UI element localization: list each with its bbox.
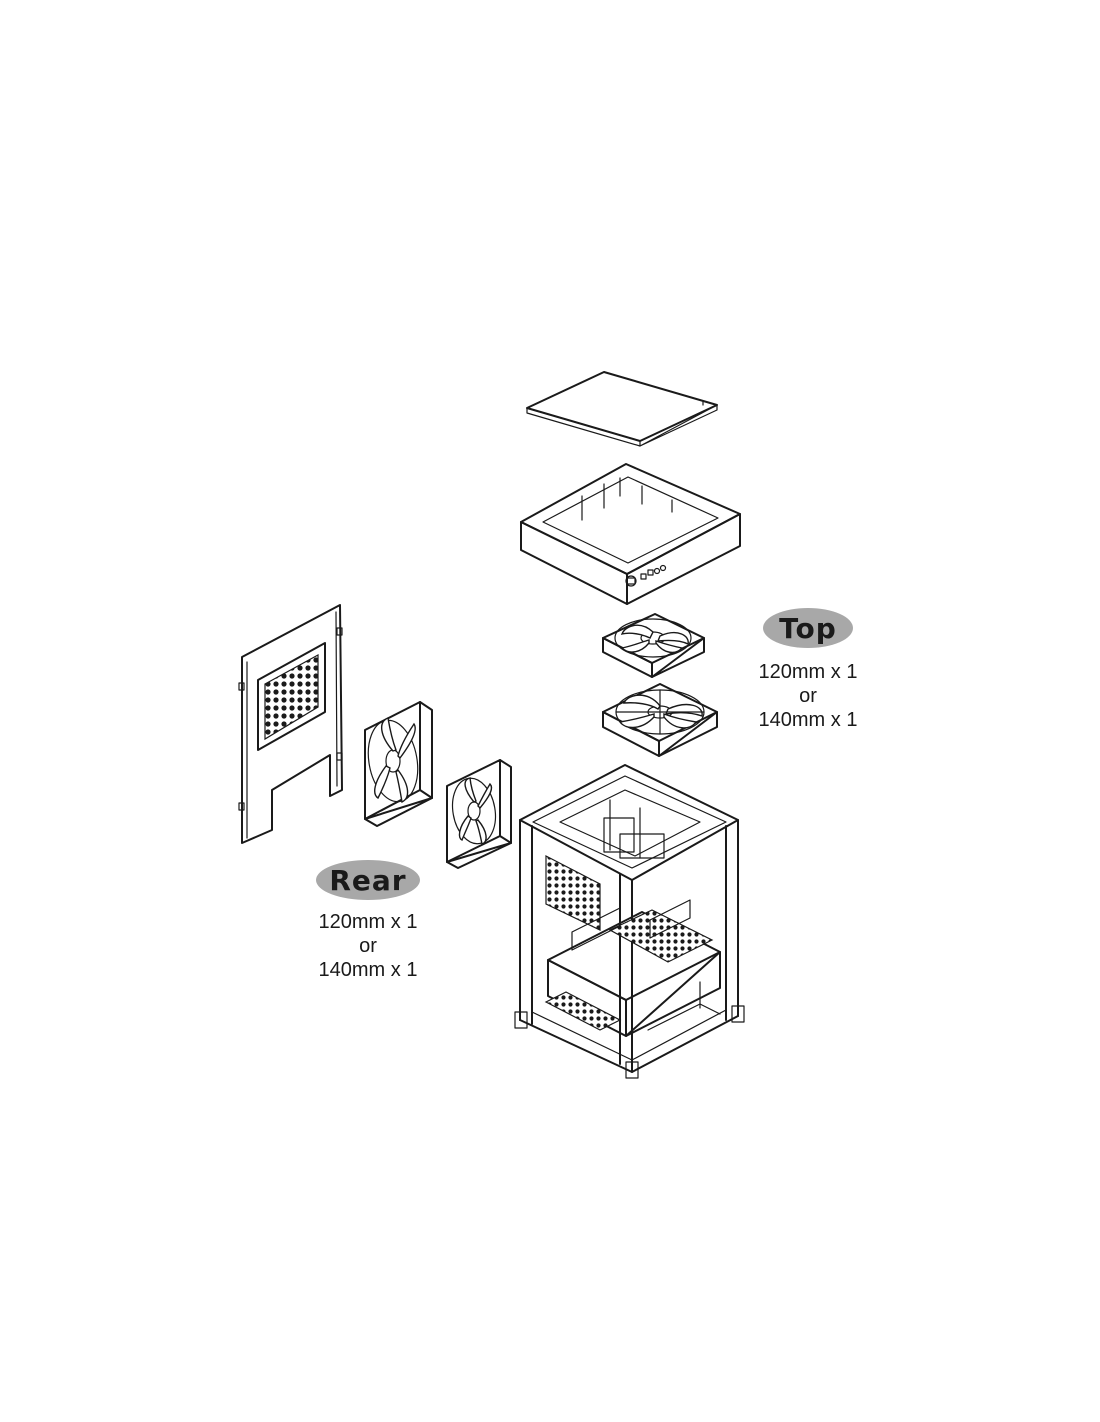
rear-fan-140mm <box>364 701 433 827</box>
usb-port-icon <box>640 573 647 580</box>
power-button-icon <box>625 575 637 587</box>
rear-fan-120mm <box>446 759 512 869</box>
rear-spec-line-2: or <box>359 935 377 957</box>
rear-spec-line-1: 120mm x 1 <box>319 911 418 933</box>
usb-port-icon <box>647 569 654 576</box>
audio-jack-icon <box>659 564 667 572</box>
top-badge-text: Top <box>779 612 837 645</box>
top-badge <box>763 608 853 648</box>
top-spec-line-1: 120mm x 1 <box>759 661 858 683</box>
rear-badge-text: Rear <box>329 864 406 897</box>
rear-spec-line-3: 140mm x 1 <box>319 959 418 981</box>
side-mesh-vent <box>545 855 601 931</box>
top-spec-line-3: 140mm x 1 <box>759 709 858 731</box>
psu-mesh <box>608 909 714 963</box>
rear-badge <box>316 860 420 900</box>
top-cover-panel <box>526 371 718 447</box>
top-spec-line-2: or <box>799 685 817 707</box>
bottom-vent <box>544 991 622 1031</box>
top-fan-label: Top 120mm x 1 or 140mm x 1 <box>759 608 858 731</box>
top-fan-120mm <box>602 613 705 678</box>
audio-jack-icon <box>653 567 661 575</box>
rear-panel <box>238 604 343 844</box>
rear-fan-label: Rear 120mm x 1 or 140mm x 1 <box>316 860 420 981</box>
rear-vent-mesh <box>264 653 319 741</box>
top-frame <box>520 463 741 605</box>
top-fan-140mm <box>602 683 718 757</box>
main-chassis <box>514 764 745 1079</box>
